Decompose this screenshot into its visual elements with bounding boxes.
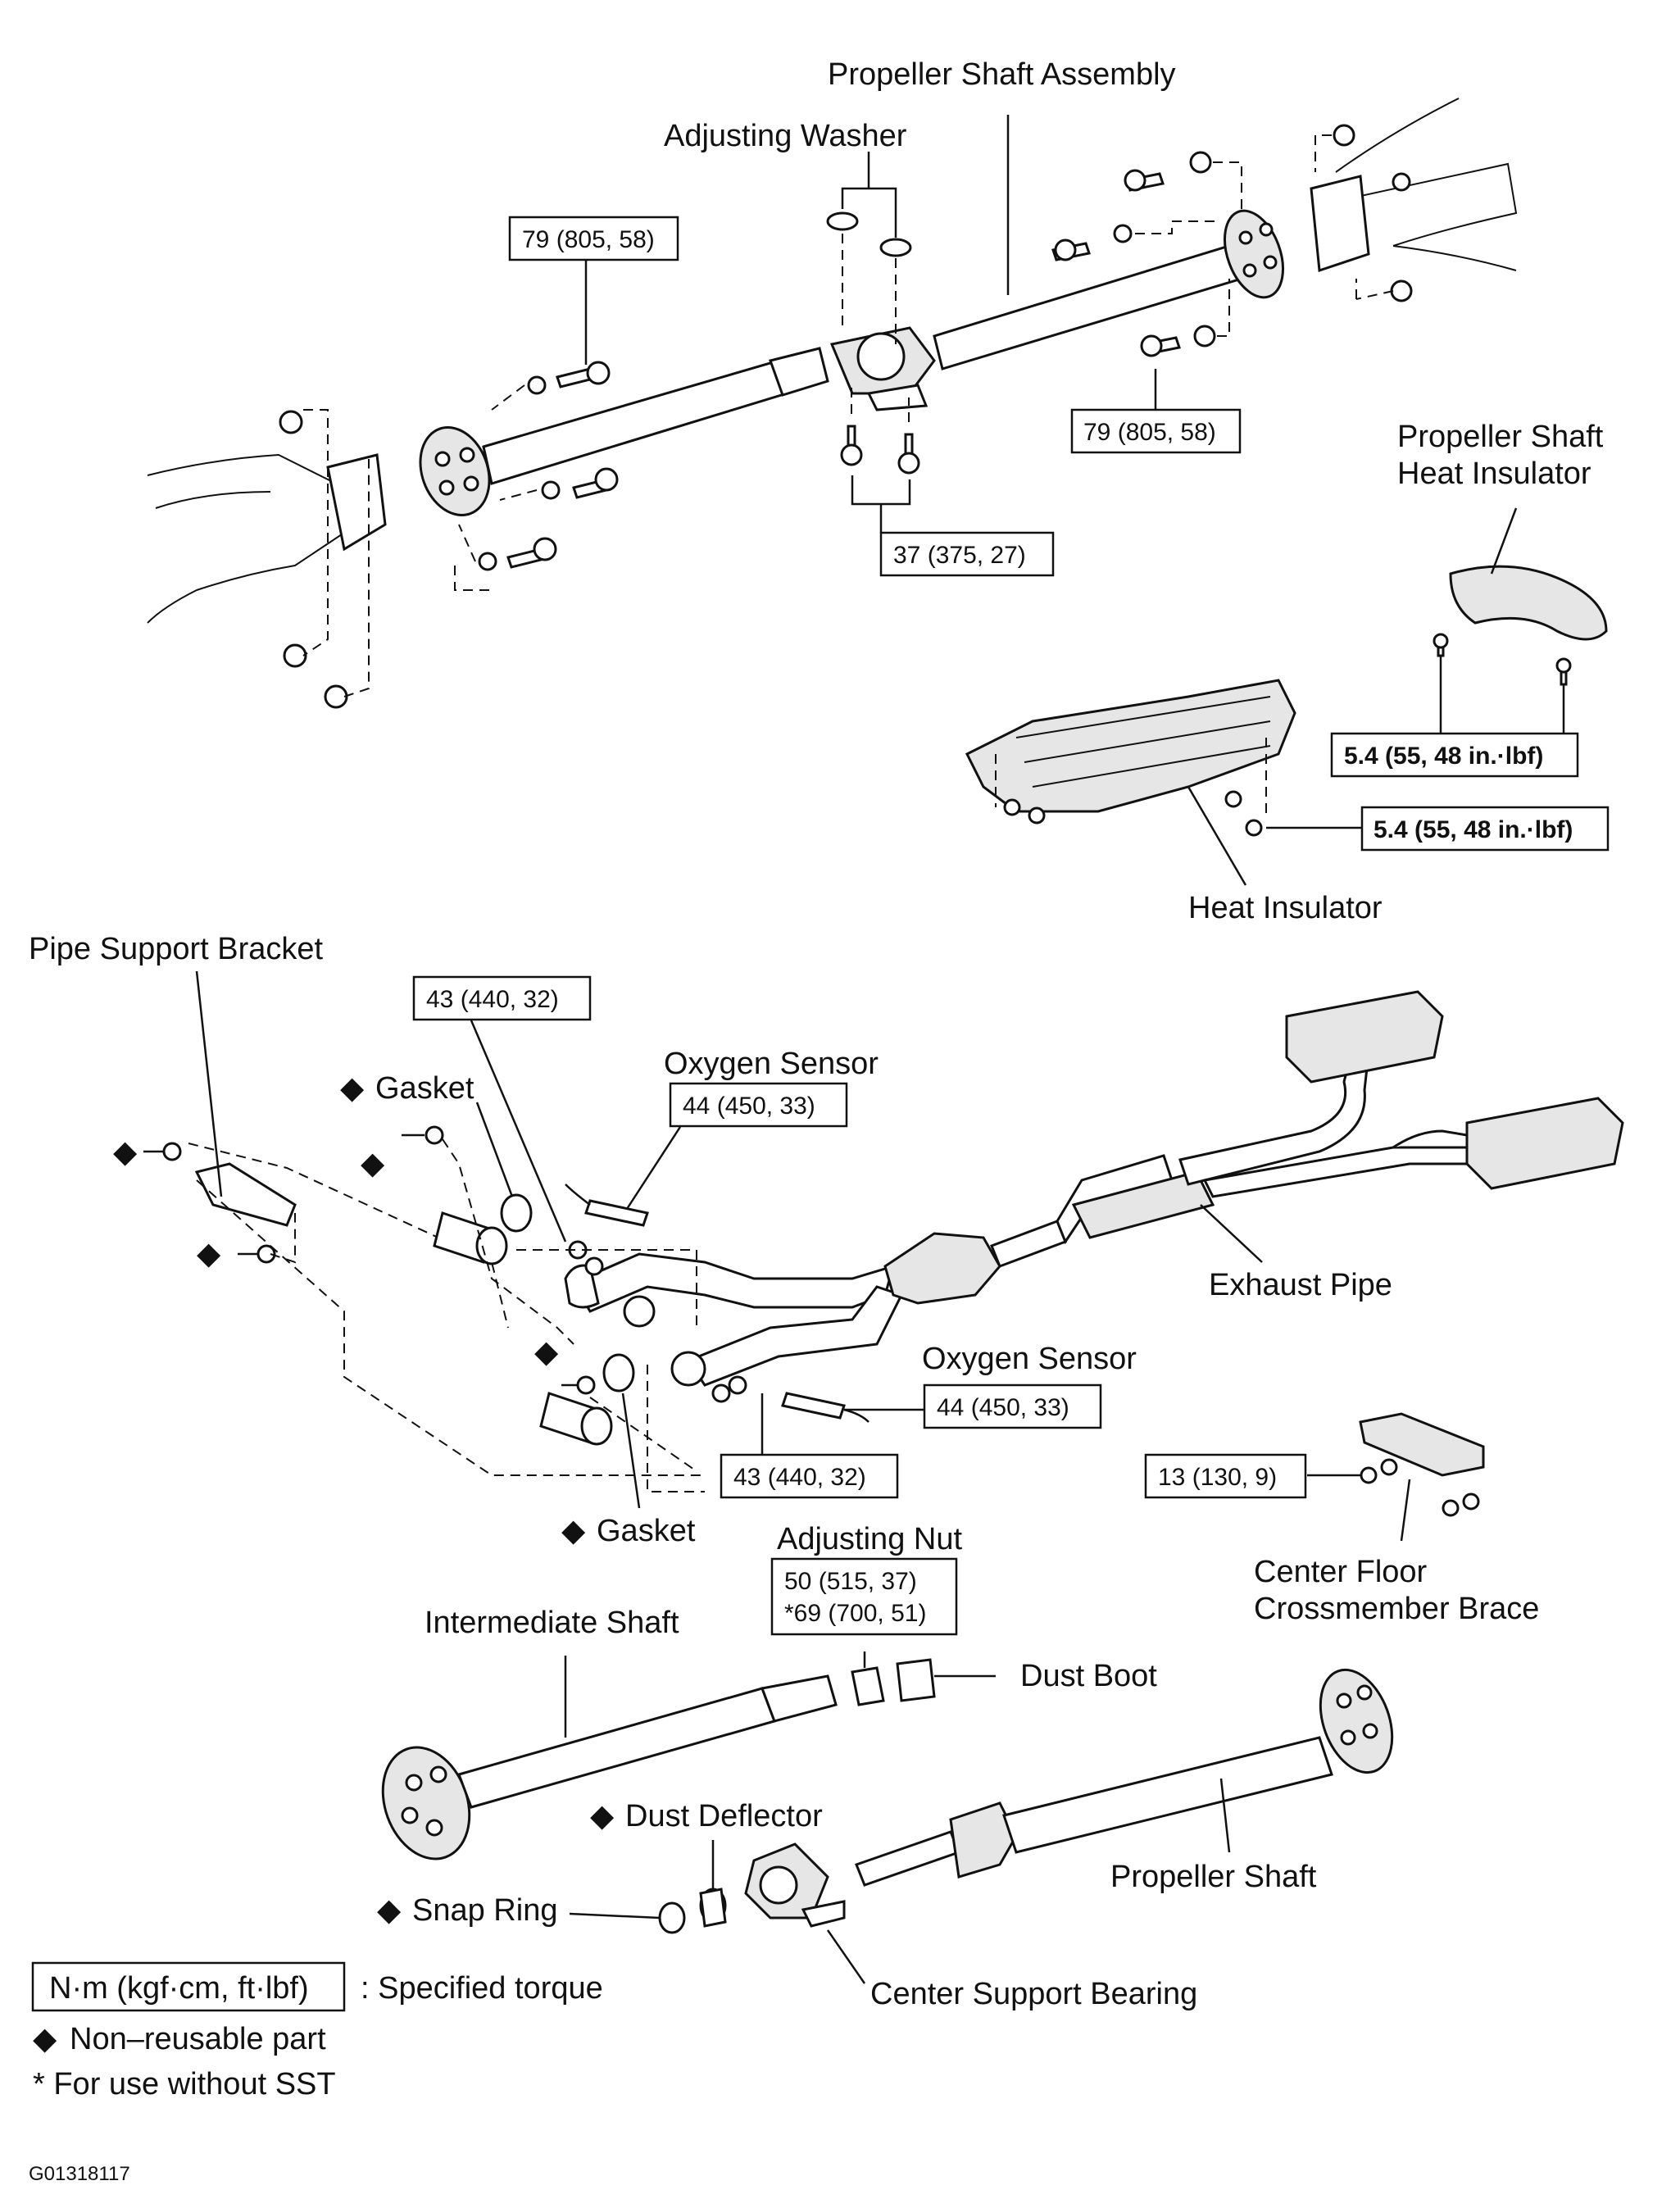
torque-box-37: 37 (375, 27) (879, 531, 1055, 577)
exhaust-drawing (143, 970, 1624, 1509)
label-center-floor-brace-line1: Center Floor (1254, 1555, 1428, 1589)
center-floor-crossmember-brace-drawing (1307, 1412, 1485, 1542)
propeller-shaft-drawing (855, 1668, 1394, 1887)
label-gasket-upper-text: Gasket (375, 1071, 474, 1106)
diamond-icon: ◆ (113, 1135, 138, 1170)
svg-text:79 (805, 58): 79 (805, 58) (522, 226, 655, 253)
label-oxygen-sensor-lower: Oxygen Sensor (922, 1342, 1137, 1376)
svg-text:13 (130, 9): 13 (130, 9) (1158, 1464, 1277, 1491)
diamond-icon: ◆ (33, 2022, 57, 2056)
diamond-icon: ◆ (590, 1799, 615, 1833)
label-pipe-support-bracket: Pipe Support Bracket (29, 932, 324, 966)
label-dust-boot: Dust Boot (1020, 1659, 1157, 1693)
center-support-bearing-drawing (744, 1842, 866, 1984)
legend-sst-note: * For use without SST (33, 2067, 336, 2101)
torque-box-13: 13 (130, 9) (1144, 1453, 1307, 1499)
label-snap-ring: ◆ Snap Ring (377, 1893, 557, 1928)
label-propeller-shaft-assembly: Propeller Shaft Assembly (828, 57, 1176, 92)
torque-box-44-lower: 44 (450, 33) (923, 1383, 1102, 1429)
label-heat-insulator: Heat Insulator (1188, 891, 1383, 925)
label-snap-ring-text: Snap Ring (412, 1893, 557, 1928)
propeller-shaft-assembly-drawing (147, 98, 1518, 709)
svg-text:37 (375, 27): 37 (375, 27) (893, 542, 1026, 569)
label-exhaust-pipe: Exhaust Pipe (1209, 1268, 1392, 1302)
diamond-icon: ◆ (340, 1071, 365, 1106)
legend: N·m (kgf·cm, ft·lbf) : Specified torque … (31, 1961, 603, 2101)
snap-ring-dust-deflector-drawing (569, 1840, 727, 1934)
svg-text:44 (450, 33): 44 (450, 33) (683, 1093, 815, 1120)
torque-box-43-lower: 43 (440, 32) (720, 1453, 899, 1499)
svg-text:5.4 (55, 48 in.·lbf): 5.4 (55, 48 in.·lbf) (1374, 816, 1573, 843)
label-adjusting-washer: Adjusting Washer (664, 119, 907, 153)
label-dust-deflector-text: Dust Deflector (625, 1799, 823, 1833)
intermediate-shaft-drawing (381, 1656, 838, 1860)
svg-text:*69 (700, 51): *69 (700, 51) (784, 1600, 926, 1627)
label-propeller-shaft-heat-insulator-line1: Propeller Shaft (1397, 420, 1604, 454)
legend-unit-text: N·m (kgf·cm, ft·lbf) (49, 1971, 309, 2006)
label-propeller-shaft-heat-insulator-line2: Heat Insulator (1397, 457, 1591, 491)
label-oxygen-sensor-upper: Oxygen Sensor (664, 1047, 879, 1081)
legend-unit-desc: : Specified torque (361, 1971, 603, 2006)
legend-non-reusable: Non–reusable part (70, 2022, 326, 2056)
diamond-icon: ◆ (561, 1514, 586, 1548)
torque-box-44-upper: 44 (450, 33) (669, 1082, 848, 1128)
label-intermediate-shaft: Intermediate Shaft (425, 1606, 679, 1640)
svg-text:43 (440, 32): 43 (440, 32) (426, 986, 559, 1013)
torque-box-5-4-upper: 5.4 (55, 48 in.·lbf) (1330, 732, 1579, 778)
label-gasket-lower: ◆ Gasket (561, 1514, 696, 1548)
label-center-support-bearing: Center Support Bearing (870, 1977, 1197, 2011)
svg-text:43 (440, 32): 43 (440, 32) (733, 1464, 866, 1491)
diamond-icon: ◆ (377, 1893, 402, 1928)
heat-insulator-drawing (965, 679, 1364, 886)
legend-unit-box (31, 1961, 346, 2012)
propeller-shaft-heat-insulator-drawing (1433, 507, 1608, 734)
torque-box-79-right: 79 (805, 58) (1070, 408, 1242, 454)
figure-code: G01318117 (29, 2163, 130, 2185)
svg-text:50 (515, 37): 50 (515, 37) (784, 1568, 917, 1595)
label-dust-deflector: ◆ Dust Deflector (590, 1799, 823, 1833)
label-gasket-lower-text: Gasket (597, 1514, 696, 1548)
torque-box-5-4-lower: 5.4 (55, 48 in.·lbf) (1360, 806, 1610, 852)
torque-box-79-left: 79 (805, 58) (508, 216, 679, 261)
svg-text:5.4 (55, 48 in.·lbf): 5.4 (55, 48 in.·lbf) (1344, 743, 1543, 770)
diamond-icon: ◆ (361, 1147, 385, 1181)
diamond-icon: ◆ (534, 1335, 559, 1370)
diamond-icon: ◆ (197, 1237, 221, 1271)
label-propeller-shaft: Propeller Shaft (1110, 1860, 1317, 1894)
label-center-floor-brace-line2: Crossmember Brace (1254, 1592, 1539, 1626)
label-adjusting-nut: Adjusting Nut (777, 1522, 962, 1556)
svg-text:79 (805, 58): 79 (805, 58) (1083, 419, 1216, 446)
torque-box-adjusting-nut: 50 (515, 37) *69 (700, 51) (770, 1557, 958, 1636)
adjusting-nut-dust-boot-drawing (851, 1651, 996, 1706)
label-gasket-upper: ◆ Gasket (340, 1071, 474, 1106)
torque-box-43-upper: 43 (440, 32) (412, 975, 592, 1021)
svg-text:44 (450, 33): 44 (450, 33) (937, 1394, 1069, 1421)
